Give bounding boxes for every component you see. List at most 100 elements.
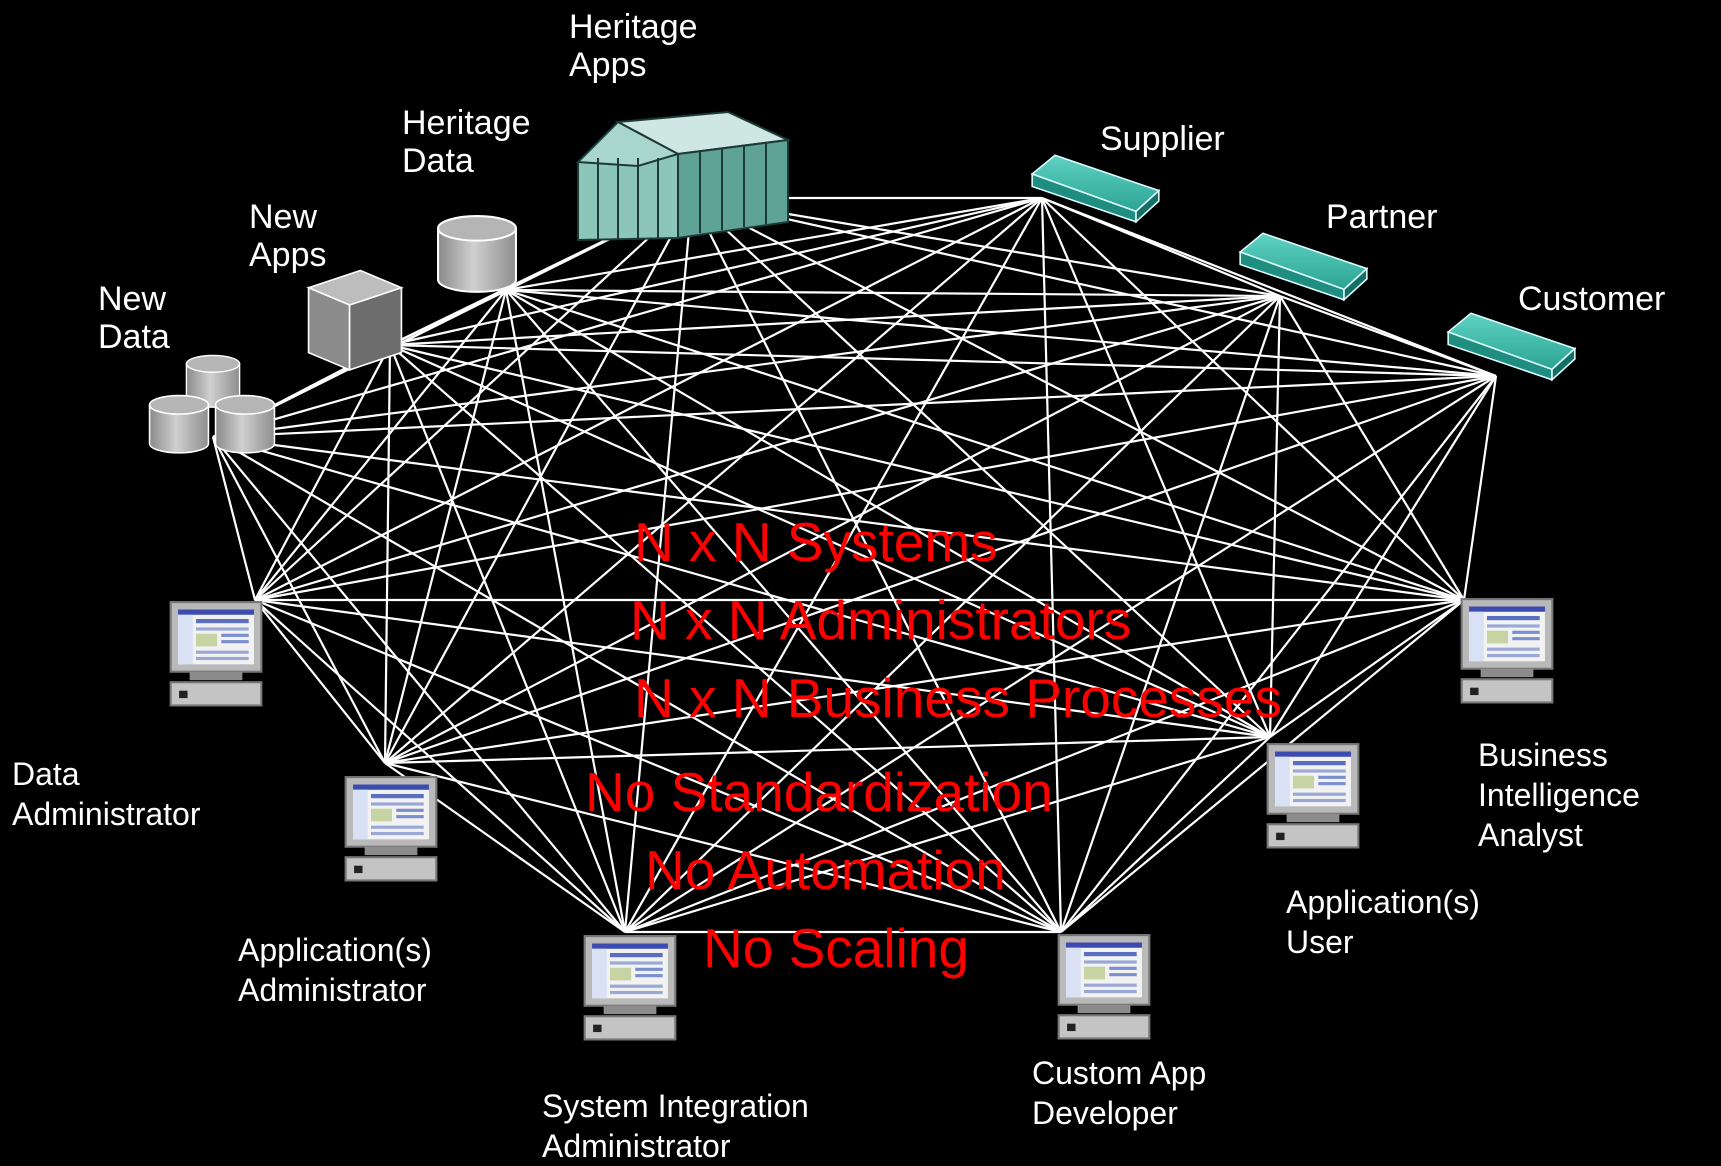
overlay-line-no-standardization: No Standardization [585,761,1053,823]
connector-line [384,197,1043,764]
connector-line [1462,375,1498,601]
connector-line [254,197,693,601]
database-icon [436,214,518,293]
source-label-line: Apps [569,46,647,84]
role-label-data-administrator: Data Administrator [12,754,201,834]
connector-line [254,197,1043,601]
connector-line [691,197,1465,601]
workstation-icon [1266,743,1360,849]
connector-line [389,343,1271,739]
workstation-icon [1460,598,1554,704]
connector-line [254,598,1062,934]
source-label-partner: Partner [1326,198,1438,236]
connector-line [212,294,1281,439]
connector-line [1041,197,1465,601]
connector-line [212,374,1497,439]
connector-line [254,294,1281,602]
database-cluster-icon [214,394,276,454]
connector-line [383,289,508,764]
connector-line [254,599,626,933]
connector-line [211,436,257,601]
role-label-line: Application(s) [238,932,432,968]
connector-line [691,197,1062,933]
source-label-line: Partner [1326,198,1438,236]
connector-lines [211,196,1498,934]
connector-line [691,197,1271,738]
connector-line [623,197,694,933]
overlay-line-no-scaling: No Scaling [703,917,969,979]
role-label-line: User [1286,924,1354,960]
connector-line [1041,196,1497,378]
role-label-application-administrator: Application(s) Administrator [238,930,432,1010]
source-label-line: Apps [249,236,327,274]
connector-line [388,344,627,933]
workstation-icon [344,776,438,882]
role-label-line: System Integration [542,1088,809,1124]
role-label-line: Administrator [542,1128,731,1164]
connector-line [212,435,1465,602]
overlay-line-nxn-business-processes: N x N Business Processes [634,667,1282,729]
overlay-line-nxn-systems: N x N Systems [634,511,998,573]
source-label-customer: Customer [1518,280,1665,318]
role-label-line: Business [1478,737,1608,773]
connector-line [1269,375,1497,738]
connector-line [1279,295,1465,601]
role-label-line: Analyst [1478,817,1583,853]
connector-line [384,598,1465,765]
connector-line [389,343,1497,378]
connector-line [212,436,626,933]
source-label-line: New [249,198,318,236]
database-cluster-icon [148,394,210,454]
role-label-application-user: Application(s) User [1286,882,1480,962]
source-label-line: Supplier [1100,120,1225,158]
role-label-line: Developer [1032,1095,1178,1131]
connector-line [254,289,507,601]
workstation-icon [583,935,677,1041]
connector-line [254,598,1271,739]
role-label-line: Application(s) [1286,884,1480,920]
connector-line [1040,197,1272,738]
connector-line [389,343,1465,602]
source-label-line: Customer [1518,280,1666,318]
connector-line [384,761,1062,934]
source-label-new-data: New Data [98,280,170,356]
role-label-line: Custom App [1032,1055,1207,1091]
server-rack-icon [307,269,403,371]
source-label-line: Heritage [402,104,531,142]
connector-line [505,288,1465,602]
connector-line [504,289,627,933]
network-box-icon [1239,232,1368,301]
connector-line [505,289,1271,738]
overlay-line-nxn-administrators: N x N Administrators [630,589,1132,651]
connector-line [384,295,1281,764]
role-label-line: Administrator [12,796,201,832]
role-label-line: Administrator [238,972,427,1008]
connector-line [1060,599,1465,933]
connector-line [624,295,1281,933]
connector-line [505,288,1281,298]
connector-line [1279,294,1497,378]
connector-line [383,344,392,764]
connector-line [389,294,1281,347]
source-label-heritage-data: Heritage Data [402,104,531,180]
role-label-business-intelligence-analyst: Business Intelligence Analyst [1478,735,1640,855]
role-label-line: Data [12,756,80,792]
source-label-new-apps: New Apps [249,198,327,274]
connector-line [691,196,1497,378]
connector-line [624,197,1043,933]
connector-line [384,197,693,764]
connector-line [624,598,1465,934]
connector-line [505,288,1497,378]
connector-line [1040,197,1063,933]
connector-line [212,436,1062,933]
role-label-custom-app-developer: Custom App Developer [1032,1053,1206,1133]
connector-line [254,344,391,601]
connector-line [254,599,386,764]
source-label-line: New [98,280,167,318]
connector-line [1060,375,1497,933]
source-label-line: Data [402,142,474,180]
source-label-heritage-apps: Heritage Apps [569,8,698,84]
workstation-icon [1057,934,1151,1040]
connector-line [505,289,1062,933]
